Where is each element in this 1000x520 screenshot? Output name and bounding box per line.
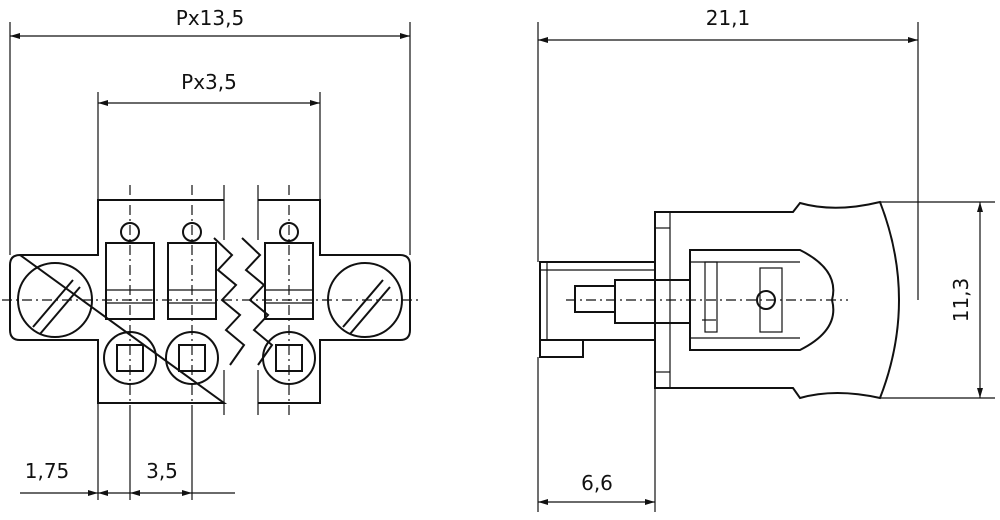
dim-edge-offset-label: 1,75 xyxy=(25,459,70,483)
break-line-left xyxy=(213,237,246,366)
dim-total-width-label: Px13,5 xyxy=(176,6,244,30)
break-line-right xyxy=(241,237,274,366)
dim-pitch-label: 3,5 xyxy=(146,459,178,483)
pin xyxy=(574,285,616,313)
dim-plug-depth-label: 6,6 xyxy=(581,471,613,495)
side-view: 21,1 11,3 6,6 xyxy=(537,6,995,512)
dim-side-height-label: 11,3 xyxy=(949,278,973,323)
flange-outline xyxy=(9,199,411,404)
pin-plug xyxy=(539,261,655,341)
dim-pitch-width-label: Px3,5 xyxy=(181,70,237,94)
dim-side-length-label: 21,1 xyxy=(706,6,751,30)
front-view: Px13,5 Px3,5 1,75 3,5 xyxy=(2,6,418,500)
housing-outline xyxy=(654,200,900,400)
